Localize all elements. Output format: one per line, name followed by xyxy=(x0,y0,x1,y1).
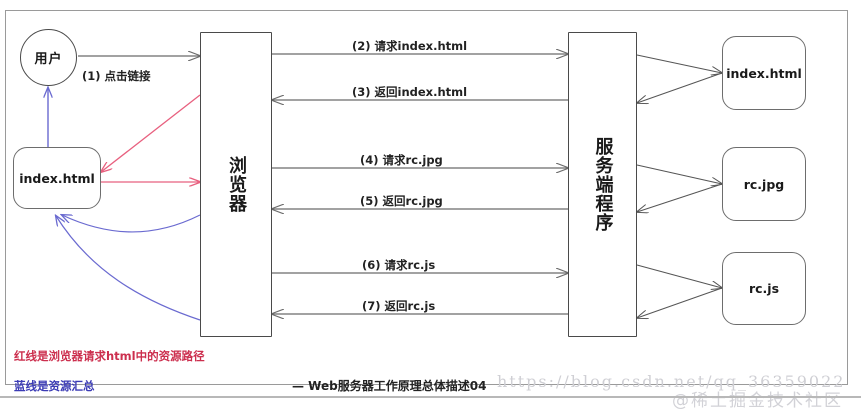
flow-label-1: (1) 点击链接 xyxy=(82,69,151,83)
node-server-label: 服务端程序 xyxy=(592,137,614,232)
node-user[interactable]: 用户 xyxy=(20,29,77,86)
node-resource-index-html-label: index.html xyxy=(726,65,802,81)
node-user-label: 用户 xyxy=(34,52,63,67)
diagram-title-caption: — Web服务器工作原理总体描述04 xyxy=(292,379,487,393)
node-client-index-html-label: index.html xyxy=(19,170,95,186)
flow-label-6: (6) 请求rc.js xyxy=(362,258,436,272)
node-client-index-html[interactable]: index.html xyxy=(13,147,101,209)
node-resource-rc-jpg-label: rc.jpg xyxy=(743,176,785,192)
flow-label-3: (3) 返回index.html xyxy=(352,85,468,99)
node-resource-index-html[interactable]: index.html xyxy=(722,36,806,110)
legend-red-line: 红线是浏览器请求html中的资源路径 xyxy=(14,349,205,363)
node-browser-label: 浏览器 xyxy=(226,156,248,213)
node-server[interactable]: 服务端程序 xyxy=(568,32,637,337)
flow-label-5: (5) 返回rc.jpg xyxy=(360,194,443,208)
flow-label-4: (4) 请求rc.jpg xyxy=(360,153,443,167)
footer-divider xyxy=(0,396,861,398)
watermark-community: @稀土掘金技术社区 xyxy=(672,391,843,411)
node-resource-rc-jpg[interactable]: rc.jpg xyxy=(722,147,806,221)
node-resource-rc-js-label: rc.js xyxy=(748,281,780,296)
flow-label-7: (7) 返回rc.js xyxy=(362,299,436,313)
node-resource-rc-js[interactable]: rc.js xyxy=(722,252,806,325)
legend-blue-line: 蓝线是资源汇总 xyxy=(14,379,95,393)
node-browser[interactable]: 浏览器 xyxy=(200,32,272,337)
flow-label-2: (2) 请求index.html xyxy=(352,39,468,53)
